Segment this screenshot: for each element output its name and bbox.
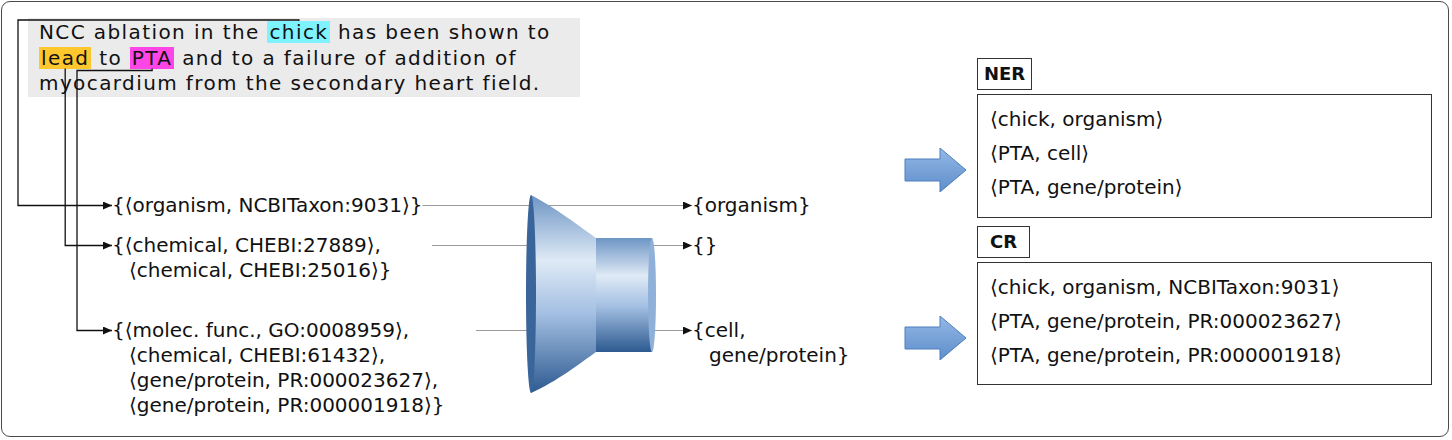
- block-arrow: [905, 316, 966, 360]
- type-set: {}: [692, 233, 717, 258]
- result-panel: NER ⟨chick, organism⟩⟨PTA, cell⟩⟨PTA, gen…: [977, 58, 1432, 218]
- sentence-box: NCC ablation in the chick has been shown…: [28, 18, 580, 97]
- connector-arrow: [423, 205, 693, 206]
- connector-arrow: [77, 69, 152, 331]
- concept-set: {⟨organism, NCBITaxon:9031⟩}: [112, 193, 422, 218]
- block-arrow: [905, 148, 966, 192]
- result-tuple: ⟨PTA, gene/protein, PR:000023627⟩: [990, 304, 1431, 338]
- funnel-end-cap: [648, 238, 656, 352]
- result-tuple: ⟨chick, organism⟩: [990, 102, 1431, 136]
- set-text: {organism}: [692, 193, 811, 218]
- result-tuple: ⟨PTA, cell⟩: [990, 136, 1431, 170]
- panel-box: ⟨chick, organism⟩⟨PTA, cell⟩⟨PTA, gene/p…: [977, 94, 1432, 218]
- result-panel: CR⟨chick, organism, NCBITaxon:9031⟩⟨PTA,…: [977, 226, 1432, 385]
- type-set: {organism}: [692, 193, 811, 218]
- sentence-text: to: [99, 46, 122, 70]
- sentence-text: NCC ablation in the: [39, 20, 260, 44]
- panel-tab: CR: [977, 226, 1030, 258]
- set-text: {}: [692, 233, 717, 258]
- highlight-text: PTA: [132, 46, 173, 70]
- highlighted-word: chick: [267, 21, 330, 43]
- type-set: {cell, gene/protein}: [692, 318, 872, 368]
- funnel-cone: [531, 195, 596, 393]
- concept-set: {⟨chemical, CHEBI:27889⟩, ⟨chemical, CHE…: [112, 233, 432, 283]
- highlighted-word: PTA: [130, 47, 175, 69]
- funnel-rim: [526, 195, 536, 393]
- panel-tab: NER: [977, 58, 1032, 90]
- highlight-text: chick: [269, 20, 328, 44]
- highlight-text: lead: [41, 46, 89, 70]
- highlighted-word: lead: [39, 47, 91, 69]
- set-text: {⟨molec. func., GO:0008959⟩, ⟨chemical, …: [112, 318, 476, 418]
- sentence-text: has been shown to: [338, 20, 551, 44]
- set-text: {⟨organism, NCBITaxon:9031⟩}: [112, 193, 422, 218]
- panel-heading: CR: [990, 231, 1017, 252]
- result-tuple: ⟨PTA, gene/protein⟩: [990, 170, 1431, 204]
- connector-arrow: [65, 69, 112, 246]
- concept-set: {⟨molec. func., GO:0008959⟩, ⟨chemical, …: [112, 318, 476, 418]
- set-text: {⟨chemical, CHEBI:27889⟩, ⟨chemical, CHE…: [112, 233, 432, 283]
- set-text: {cell, gene/protein}: [692, 318, 872, 368]
- result-tuple: ⟨chick, organism, NCBITaxon:9031⟩: [990, 270, 1431, 304]
- connector-arrow: [476, 330, 692, 331]
- connector-arrow: [18, 20, 299, 206]
- panel-heading: NER: [984, 63, 1025, 84]
- connector-arrow: [432, 245, 692, 246]
- funnel-cylinder: [596, 238, 652, 352]
- result-tuple: ⟨PTA, gene/protein, PR:000001918⟩: [990, 338, 1431, 372]
- panel-box: ⟨chick, organism, NCBITaxon:9031⟩⟨PTA, g…: [977, 262, 1432, 385]
